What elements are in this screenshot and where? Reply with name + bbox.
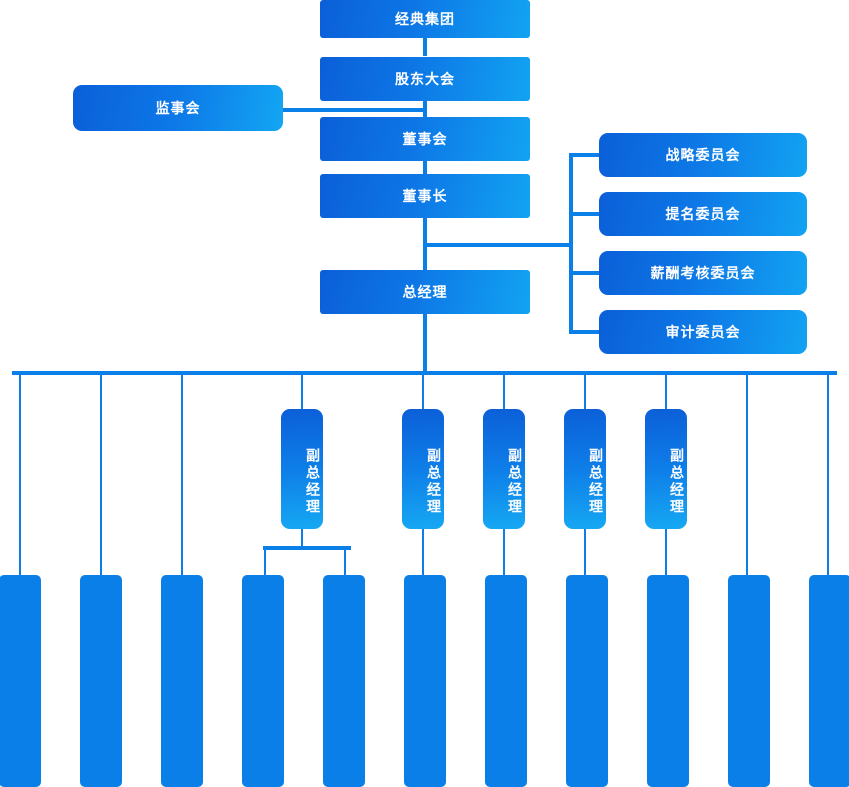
node-remuneration-committee[interactable]: 薪酬考核委员会	[599, 251, 807, 295]
node-deputy-gm-4[interactable]: 副总经理	[564, 409, 606, 529]
node-nomination-committee[interactable]: 提名委员会	[599, 192, 807, 236]
node-strategy-committee[interactable]: 战略委员会	[599, 133, 807, 177]
connector-bar-to-deputy-3	[503, 373, 505, 411]
node-deputy-gm-5[interactable]: 副总经理	[645, 409, 687, 529]
connector-deputy-5-to-department-9	[665, 528, 667, 576]
node-department-4[interactable]	[242, 575, 284, 787]
connector-gm-to-main-bar	[423, 313, 427, 373]
node-general-manager[interactable]: 总经理	[320, 270, 530, 314]
connector-committee-2	[569, 212, 601, 216]
connector-bar-to-deputy-5	[665, 373, 667, 411]
connector-spine-to-committee-bracket	[425, 243, 573, 247]
connector-bar-to-department-3	[181, 373, 183, 576]
node-deputy-gm-3[interactable]: 副总经理	[483, 409, 525, 529]
connector-deputy-3-to-department-7	[503, 528, 505, 576]
node-board-of-directors[interactable]: 董事会	[320, 117, 530, 161]
connector-supervisor-to-spine	[280, 108, 425, 112]
connector-committee-3	[569, 271, 601, 275]
node-department-11[interactable]	[809, 575, 849, 787]
node-department-3[interactable]	[161, 575, 203, 787]
connector-shareholders-to-board	[423, 100, 427, 118]
connector-bar-to-department-10	[746, 373, 748, 576]
node-chairman[interactable]: 董事长	[320, 174, 530, 218]
connector-committee-bracket	[569, 155, 573, 332]
connector-deputy-1-stem	[301, 528, 303, 548]
connector-bar-to-deputy-4	[584, 373, 586, 411]
node-shareholders-meeting[interactable]: 股东大会	[320, 57, 530, 101]
node-deputy-gm-2[interactable]: 副总经理	[402, 409, 444, 529]
node-department-7[interactable]	[485, 575, 527, 787]
connector-committee-4	[569, 330, 601, 334]
connector-deputy-2-to-department-6	[422, 528, 424, 576]
node-department-10[interactable]	[728, 575, 770, 787]
connector-bar-to-deputy-2	[422, 373, 424, 411]
node-audit-committee[interactable]: 审计委员会	[599, 310, 807, 354]
connector-deputy-4-to-department-8	[584, 528, 586, 576]
connector-group-to-shareholders	[423, 36, 427, 56]
connector-board-to-chairman	[423, 160, 427, 176]
connector-committee-1	[569, 153, 601, 157]
connector-bar-to-department-1	[19, 373, 21, 576]
node-department-1[interactable]	[0, 575, 41, 787]
node-department-6[interactable]	[404, 575, 446, 787]
connector-deputy-1-to-department-5	[344, 548, 346, 576]
node-department-8[interactable]	[566, 575, 608, 787]
node-deputy-gm-1[interactable]: 副总经理	[281, 409, 323, 529]
node-department-2[interactable]	[80, 575, 122, 787]
connector-bar-to-department-11	[827, 373, 829, 576]
node-group[interactable]: 经典集团	[320, 0, 530, 38]
connector-bar-to-deputy-1	[301, 373, 303, 411]
connector-bar-to-department-2	[100, 373, 102, 576]
node-department-9[interactable]	[647, 575, 689, 787]
connector-deputy-1-to-department-4	[264, 548, 266, 576]
connector-deputy-1-bracket	[263, 546, 351, 550]
main-distribution-bar	[12, 371, 837, 375]
node-department-5[interactable]	[323, 575, 365, 787]
node-board-of-supervisors[interactable]: 监事会	[73, 85, 283, 131]
